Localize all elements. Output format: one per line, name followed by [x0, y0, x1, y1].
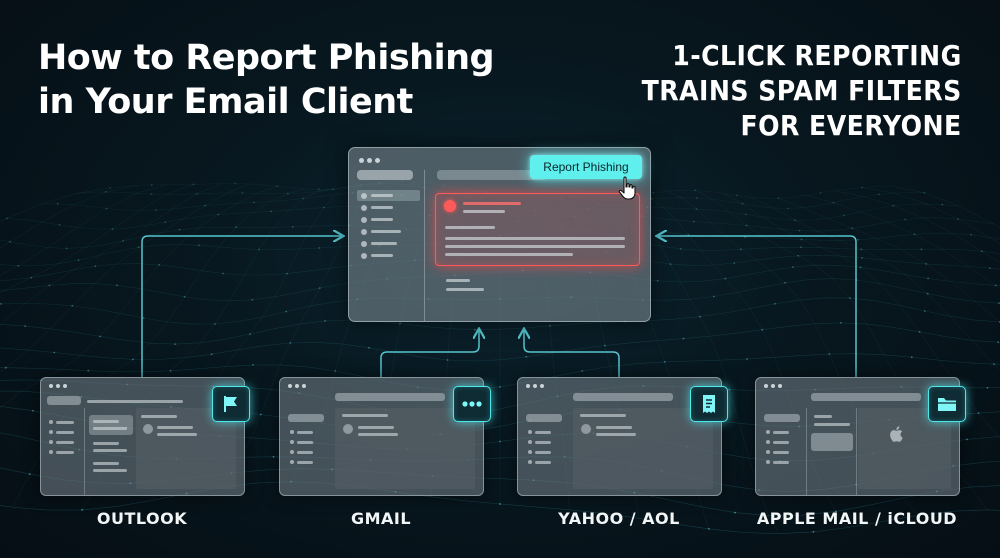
- send-icon: [361, 217, 367, 223]
- receipt-icon: [703, 395, 715, 413]
- gmail-window: [279, 377, 484, 496]
- title-line-2: in Your Email Client: [38, 82, 413, 122]
- compose-button[interactable]: [357, 170, 413, 180]
- clock-icon: [361, 229, 367, 235]
- outlook-window: [40, 377, 245, 496]
- trash-icon: [361, 253, 367, 259]
- client-label-apple-mail: APPLE MAIL / iCLOUD: [756, 509, 958, 528]
- phishing-email-message[interactable]: [435, 193, 640, 266]
- page-title: How to Report Phishing in Your Email Cli…: [38, 36, 495, 124]
- search-bar[interactable]: [437, 170, 547, 180]
- yahoo-report-button[interactable]: [690, 386, 728, 422]
- tagline-line-2: TRAINS SPAM FILTERS: [641, 74, 962, 107]
- client-label-gmail: GMAIL: [350, 509, 412, 528]
- report-phishing-button[interactable]: Report Phishing: [530, 155, 642, 179]
- yahoo-aol-window: [517, 377, 722, 496]
- star-icon: [361, 205, 367, 211]
- hand-pointer-icon: [618, 176, 636, 200]
- sender-avatar: [444, 200, 456, 212]
- apple-mail-window: [755, 377, 960, 496]
- apple-logo-icon: [890, 426, 903, 442]
- arrow-apple: [658, 236, 857, 377]
- tagline: 1-CLICK REPORTING TRAINS SPAM FILTERS FO…: [642, 38, 962, 143]
- tagline-line-3: FOR EVERYONE: [740, 109, 962, 142]
- client-label-outlook: OUTLOOK: [96, 509, 188, 528]
- more-horizontal-icon: [462, 401, 482, 407]
- title-line-1: How to Report Phishing: [38, 38, 495, 78]
- client-label-yahoo-aol: YAHOO / AOL: [558, 509, 680, 528]
- inbox-icon: [361, 193, 367, 199]
- bookmark-icon: [361, 241, 367, 247]
- tagline-line-1: 1-CLICK REPORTING: [672, 39, 962, 72]
- outlook-report-button[interactable]: [212, 386, 250, 422]
- window-controls[interactable]: [359, 158, 380, 163]
- arrow-outlook: [141, 236, 342, 377]
- arrow-gmail: [380, 330, 479, 377]
- gmail-report-button[interactable]: [453, 386, 491, 422]
- flag-icon: [224, 396, 237, 412]
- apple-mail-report-button[interactable]: [928, 386, 966, 422]
- folder-icon: [938, 398, 956, 411]
- arrow-yahoo: [524, 330, 620, 377]
